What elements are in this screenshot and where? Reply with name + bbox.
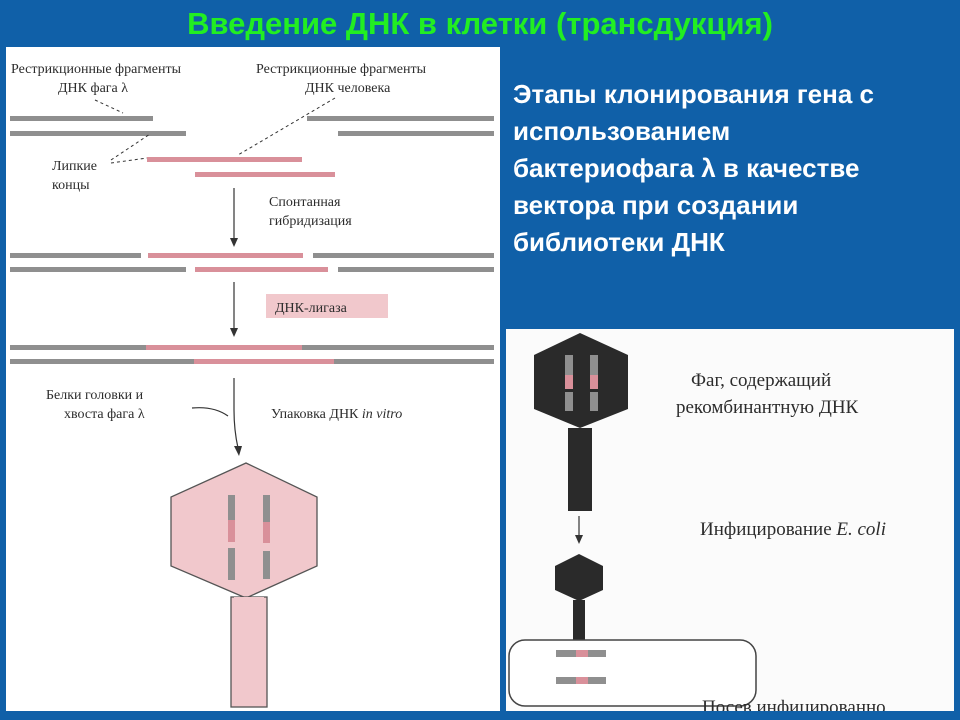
arrow-head-icon	[230, 238, 238, 247]
human-dna-strand	[147, 157, 302, 162]
label-phage-recombinant-1: Фаг, содержащий	[691, 370, 831, 391]
side-text-line-5: библиотеки ДНК	[513, 227, 725, 257]
arrow-line	[191, 407, 229, 417]
phage-dna-strand	[313, 253, 494, 258]
leader-line	[237, 97, 336, 156]
phage-dna-strand	[590, 355, 598, 375]
ligase-label-box	[266, 294, 388, 318]
label-phage-fragments-1: Рестрикционные фрагменты	[11, 62, 182, 77]
phage-dna-strand	[302, 345, 494, 350]
label-infection: Инфицирование E. coli	[700, 519, 886, 540]
phage-head	[170, 462, 318, 599]
human-dna-strand	[148, 253, 303, 258]
right-figure-panel: Фаг, содержащий рекомбинантную ДНК Инфиц…	[506, 329, 954, 711]
label-sticky-ends-1: Липкие	[52, 159, 97, 174]
human-dna-strand	[576, 650, 588, 657]
label-packaging: Упаковка ДНК in vitro	[271, 407, 402, 422]
recombinant-phage-tail	[568, 428, 592, 511]
side-text-line-2: использованием	[513, 116, 731, 146]
phage-dna-strand	[10, 116, 153, 121]
label-proteins-1: Белки головки и	[46, 388, 144, 403]
slide-title: Введение ДНК в клетки (трансдукция)	[187, 6, 773, 41]
infection-diagram: Фаг, содержащий рекомбинантную ДНК Инфиц…	[506, 329, 954, 711]
left-figure-panel: Рестрикционные фрагменты ДНК фага λ Рест…	[6, 47, 500, 711]
label-hybridization-2: гибридизация	[269, 214, 352, 229]
human-dna-strand	[194, 359, 334, 364]
leader-line	[94, 99, 124, 114]
leader-line	[110, 157, 148, 164]
phage-neck	[234, 597, 264, 600]
side-text-line-3: бактериофага λ в качестве	[513, 153, 860, 183]
human-dna-strand	[576, 677, 588, 684]
side-description: Этапы клонирования гена с использованием…	[513, 76, 953, 261]
phage-dna-strand	[263, 495, 270, 522]
phage-dna-strand	[307, 116, 494, 121]
arrow-head-icon	[575, 535, 583, 544]
arrow-line	[233, 409, 239, 449]
label-human-fragments-1: Рестрикционные фрагменты	[256, 62, 427, 77]
phage-dna-strand	[10, 267, 186, 272]
human-dna-strand	[146, 345, 302, 350]
human-dna-strand	[590, 375, 598, 389]
recombinant-phage-head	[534, 333, 628, 428]
label-phage-fragments-2: ДНК фага λ	[58, 81, 128, 96]
phage-dna-strand	[556, 677, 576, 684]
human-dna-strand	[195, 172, 335, 177]
arrow-head-icon	[230, 328, 238, 337]
label-human-fragments-2: ДНК человека	[305, 81, 391, 96]
phage-dna-strand	[588, 677, 606, 684]
label-hybridization-1: Спонтанная	[269, 195, 341, 210]
phage-dna-strand	[263, 551, 270, 579]
arrow-head-icon	[234, 446, 242, 456]
phage-dna-strand	[338, 131, 494, 136]
phage-tail	[230, 596, 268, 708]
cloning-steps-diagram: Рестрикционные фрагменты ДНК фага λ Рест…	[10, 62, 494, 708]
side-text-line-1: Этапы клонирования гена с	[513, 79, 874, 109]
phage-dna-strand	[588, 650, 606, 657]
label-sticky-ends-2: концы	[52, 178, 90, 193]
human-dna-strand	[565, 375, 573, 389]
human-dna-strand	[228, 520, 235, 542]
label-plating: Посев инфицированно	[702, 697, 886, 711]
leader-line	[110, 133, 151, 161]
small-phage-head	[555, 554, 603, 601]
small-phage-tail	[573, 600, 585, 642]
phage-dna-strand	[228, 495, 235, 520]
side-text-line-4: вектора при создании	[513, 190, 799, 220]
phage-dna-strand	[10, 253, 141, 258]
phage-dna-strand	[10, 359, 194, 364]
phage-dna-strand	[338, 267, 494, 272]
label-phage-recombinant-2: рекомбинантную ДНК	[676, 397, 859, 418]
phage-dna-strand	[228, 548, 235, 580]
phage-dna-strand	[556, 650, 576, 657]
human-dna-strand	[263, 522, 270, 543]
phage-dna-strand	[565, 392, 573, 411]
label-proteins-2: хвоста фага λ	[64, 407, 145, 422]
phage-dna-strand	[590, 392, 598, 411]
label-ligase: ДНК-лигаза	[275, 301, 348, 316]
phage-dna-strand	[10, 131, 186, 136]
phage-dna-strand	[334, 359, 494, 364]
human-dna-strand	[195, 267, 328, 272]
phage-dna-strand	[565, 355, 573, 375]
phage-dna-strand	[10, 345, 146, 350]
